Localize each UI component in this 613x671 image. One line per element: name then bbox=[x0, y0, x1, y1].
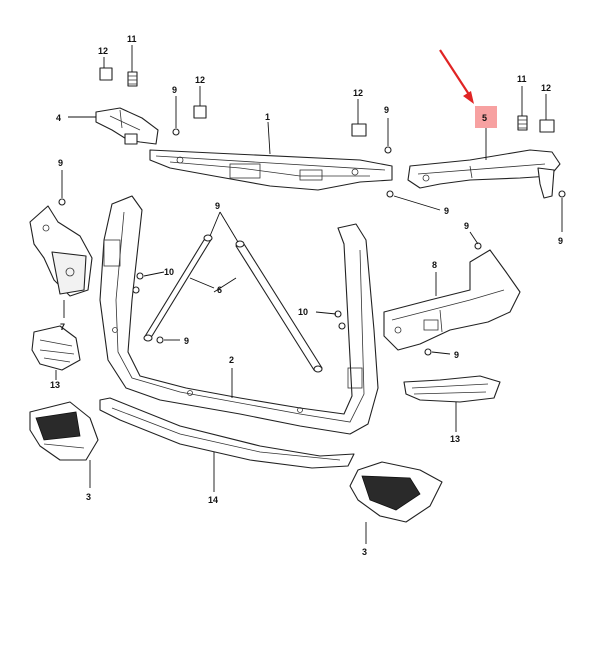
part-radiator-support-frame[interactable] bbox=[99, 195, 379, 435]
callout-7: 7 bbox=[60, 322, 65, 332]
callout-9i: 9 bbox=[454, 350, 459, 360]
callout-4: 4 bbox=[56, 113, 61, 123]
callout-11a: 11 bbox=[127, 34, 137, 44]
clip-12c-part bbox=[351, 123, 367, 137]
clip-12b-part bbox=[193, 105, 207, 119]
part-right-deflector[interactable] bbox=[403, 375, 501, 403]
highlight-box bbox=[475, 106, 497, 128]
callout-8: 8 bbox=[432, 260, 437, 270]
callout-12d: 12 bbox=[541, 83, 551, 93]
callout-13b: 13 bbox=[450, 434, 460, 444]
callout-5: 5 bbox=[482, 113, 487, 123]
highlight-arrow-head bbox=[463, 91, 474, 104]
clip-12d-part bbox=[539, 119, 555, 133]
callout-9e: 9 bbox=[558, 236, 563, 246]
part-left-deflector[interactable] bbox=[31, 325, 81, 371]
callout-3b: 3 bbox=[362, 547, 367, 557]
callout-9a: 9 bbox=[172, 85, 177, 95]
part-left-air-dam[interactable] bbox=[29, 401, 99, 461]
callout-9b: 9 bbox=[384, 105, 389, 115]
callout-12b: 12 bbox=[195, 75, 205, 85]
callout-12a: 12 bbox=[98, 46, 108, 56]
part-right-upper-bracket[interactable] bbox=[407, 149, 561, 199]
part-upper-crossmember[interactable] bbox=[149, 149, 393, 191]
fasteners bbox=[58, 67, 566, 356]
clip-11a-part bbox=[127, 71, 138, 87]
clip-12a-part bbox=[99, 67, 113, 81]
callout-10b: 10 bbox=[298, 307, 308, 317]
callout-3a: 3 bbox=[86, 492, 91, 502]
callout-1: 1 bbox=[265, 112, 270, 122]
callout-11b: 11 bbox=[517, 74, 527, 84]
callout-12c: 12 bbox=[353, 88, 363, 98]
part-lower-beam[interactable] bbox=[99, 397, 355, 469]
callout-14: 14 bbox=[208, 495, 218, 505]
callout-9f: 9 bbox=[215, 201, 220, 211]
part-right-air-dam[interactable] bbox=[349, 461, 443, 523]
leader-lines bbox=[55, 45, 563, 544]
callout-9h: 9 bbox=[184, 336, 189, 346]
clip-11b-part bbox=[517, 115, 528, 131]
callout-2: 2 bbox=[229, 355, 234, 365]
callout-10a: 10 bbox=[164, 267, 174, 277]
callout-labels: 1 2 3 3 4 5 6 7 8 9 9 9 9 9 9 9 9 9 10 1… bbox=[50, 34, 563, 557]
callout-9d: 9 bbox=[444, 206, 449, 216]
callout-9g: 9 bbox=[464, 221, 469, 231]
part-diagonal-braces[interactable] bbox=[143, 234, 323, 373]
callout-6: 6 bbox=[217, 285, 222, 295]
part-right-side-bracket[interactable] bbox=[383, 249, 521, 351]
part-5-highlight bbox=[439, 49, 497, 128]
part-left-upper-bracket[interactable] bbox=[95, 107, 159, 145]
callout-13a: 13 bbox=[50, 380, 60, 390]
highlight-arrow bbox=[439, 49, 471, 97]
part-left-side-bracket[interactable] bbox=[29, 205, 93, 297]
callout-9c: 9 bbox=[58, 158, 63, 168]
